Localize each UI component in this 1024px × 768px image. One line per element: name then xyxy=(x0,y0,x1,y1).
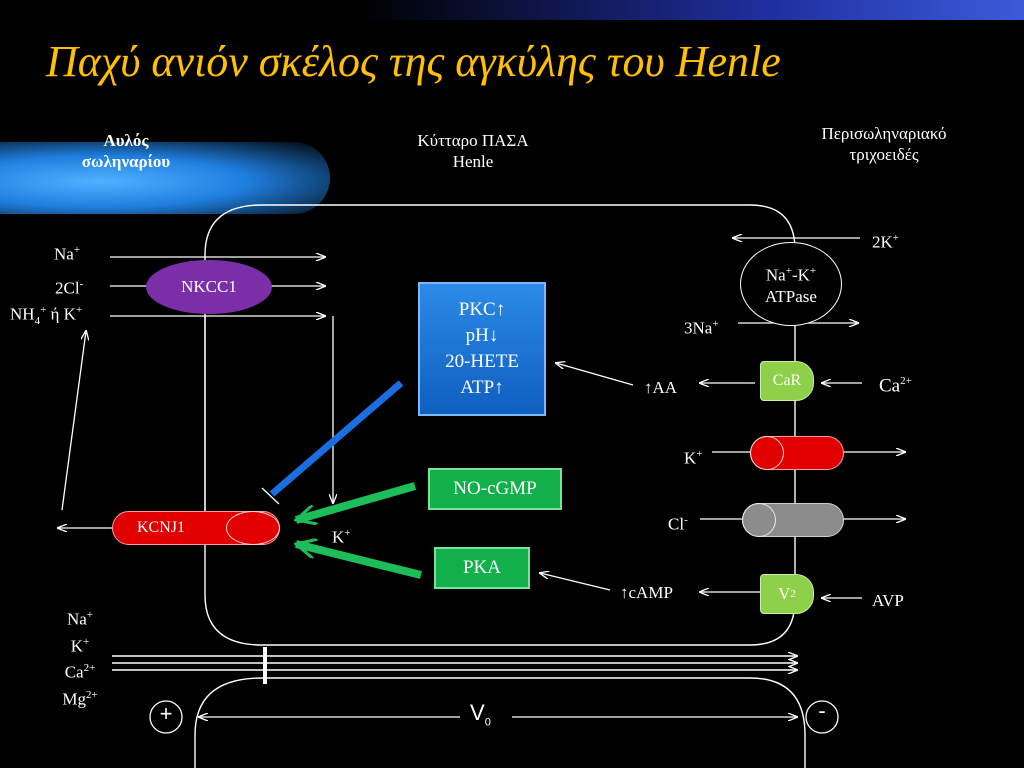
kcnj1-channel-end xyxy=(226,511,280,545)
cl-channel-end xyxy=(742,503,776,537)
aa-label: ↑AA xyxy=(644,378,678,397)
cl-label: 2Cl- xyxy=(55,278,84,298)
minus-sign: - xyxy=(818,698,826,723)
car-label: CaR xyxy=(772,372,802,389)
camp-to-pka-arrow xyxy=(540,573,611,591)
lumen-band xyxy=(0,142,330,214)
aa-to-pkc-arrow xyxy=(556,363,634,386)
k-label: K+ xyxy=(684,448,703,468)
camp-label: ↑cAMP xyxy=(620,583,673,602)
slide-title: Παχύ ανιόν σκέλος της αγκύλης του Henle xyxy=(46,37,781,86)
neighbour-cell-membrane xyxy=(194,677,806,768)
hete-label: 20-HETE xyxy=(445,351,519,372)
cl-label: Cl- xyxy=(668,514,688,534)
nkcc1-label: NKCC1 xyxy=(181,277,237,296)
k2-label: 2K+ xyxy=(872,232,899,252)
na-label: Na+ xyxy=(54,244,81,264)
paracellular-ions: Na+ K+ Ca2+ Mg2+ xyxy=(62,609,98,709)
title-band xyxy=(0,0,1024,20)
car-receptor: CaR xyxy=(760,361,814,401)
inhibit-line-tip xyxy=(261,487,280,505)
kcnj1-label: KCNJ1 xyxy=(137,519,186,536)
k-recycle-label: K+ xyxy=(332,527,351,547)
avp-label: AVP xyxy=(872,591,904,610)
plus-circle xyxy=(149,700,183,734)
k-channel-end xyxy=(750,436,784,470)
plus-sign: + xyxy=(159,701,173,726)
pka-box: PKA xyxy=(434,547,530,589)
nkcc1-transporter: NKCC1 xyxy=(146,260,272,314)
no-cgmp-arrow xyxy=(296,482,417,520)
inhibit-line xyxy=(269,380,404,497)
pka-arrow xyxy=(296,544,422,579)
ph-label: pH↓ xyxy=(465,325,499,346)
pkc-box: PKC↑ pH↓ 20-HETE ATP↑ xyxy=(418,282,546,416)
na-k-atpase-pump: Na+-K+ ATPase xyxy=(740,242,842,326)
no-cgmp-label: NO-cGMP xyxy=(453,478,537,499)
v0-label: V0 xyxy=(470,700,491,729)
pkc-label: PKC↑ xyxy=(458,299,506,320)
atp-label: ATP↑ xyxy=(460,377,504,398)
minus-circle xyxy=(805,700,839,734)
pka-label: PKA xyxy=(462,557,501,578)
no-cgmp-box: NO-cGMP xyxy=(428,468,562,510)
nh4-label: NH4+ ή K+ xyxy=(10,304,83,328)
cell-membrane xyxy=(204,204,796,646)
ca-label: Ca2+ xyxy=(879,375,912,397)
na3-label: 3Na+ xyxy=(684,318,719,338)
k-recycle-up-arrow xyxy=(61,331,86,511)
